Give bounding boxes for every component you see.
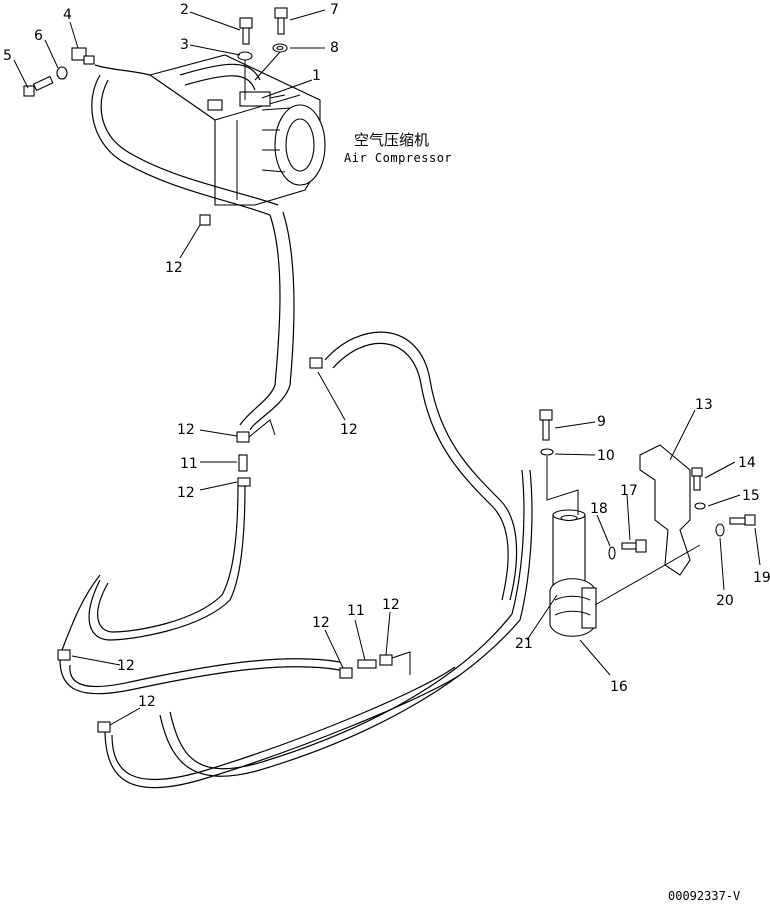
fittings — [23, 7, 756, 733]
callout-7: 7 — [330, 2, 339, 18]
title-cn: 空气压缩机 — [354, 131, 429, 149]
bolt-19-icon — [729, 514, 756, 526]
callout-12-a: 12 — [165, 260, 183, 276]
air-compressor — [148, 54, 326, 206]
callout-5: 5 — [3, 48, 12, 64]
callout-21: 21 — [515, 636, 533, 652]
callout-13: 13 — [695, 397, 713, 413]
bolt-9-icon — [539, 409, 553, 441]
fitting-4-icon — [71, 47, 95, 65]
leader-lines — [13, 9, 761, 726]
bolt-2-icon — [239, 17, 253, 45]
filter-21-icon — [552, 509, 586, 591]
callout-12-c: 12 — [177, 485, 195, 501]
callout-12-e: 12 — [117, 658, 135, 674]
drawing-code: 00092337-V — [668, 889, 740, 903]
clamp-12-f-icon — [97, 721, 111, 733]
tube-11-a-icon — [238, 454, 248, 472]
callout-labels: 1 2 3 4 5 6 7 8 9 10 11 11 12 12 12 12 1… — [3, 2, 770, 710]
callout-14: 14 — [738, 455, 756, 471]
callout-4: 4 — [63, 7, 72, 23]
callout-9: 9 — [597, 414, 606, 430]
clamp-12-h-icon — [379, 654, 393, 666]
callout-15: 15 — [742, 488, 760, 504]
tube-11-b-icon — [357, 659, 377, 669]
callout-1: 1 — [312, 68, 321, 84]
title-en: Air Compressor — [344, 151, 452, 165]
bracket-13-icon — [639, 444, 691, 576]
washer-18-icon — [608, 546, 616, 560]
callout-8: 8 — [330, 40, 339, 56]
washer-20-icon — [715, 523, 725, 537]
washer-6-icon — [56, 66, 68, 80]
callout-2: 2 — [180, 2, 189, 18]
callout-19: 19 — [753, 570, 770, 586]
callout-17: 17 — [620, 483, 638, 499]
callout-11-b: 11 — [347, 603, 365, 619]
clamp-12-a-icon — [199, 214, 211, 226]
washer-15-icon — [694, 502, 706, 510]
washer-10-icon — [540, 448, 554, 456]
callout-12-h: 12 — [382, 597, 400, 613]
callout-10: 10 — [597, 448, 615, 464]
bracket-16-icon — [549, 578, 597, 637]
clamp-12-b-icon — [236, 431, 250, 443]
clamp-12-c-icon — [237, 477, 251, 487]
callout-20: 20 — [716, 593, 734, 609]
clamp-12-g-icon — [339, 667, 353, 679]
callout-12-b: 12 — [177, 422, 195, 438]
clamp-12-e-icon — [57, 649, 71, 661]
callout-16: 16 — [610, 679, 628, 695]
bolt-14-icon — [691, 467, 703, 491]
callout-11-a: 11 — [180, 456, 198, 472]
callout-6: 6 — [34, 28, 43, 44]
bolt-17-icon — [621, 539, 647, 553]
clamp-12-d-icon — [309, 357, 323, 369]
callout-12-g: 12 — [312, 615, 330, 631]
hose-routing — [59, 63, 533, 789]
callout-12-d: 12 — [340, 422, 358, 438]
callout-18: 18 — [590, 501, 608, 517]
callout-3: 3 — [180, 37, 189, 53]
bolt-5-icon — [23, 75, 54, 97]
bolt-7-icon — [274, 7, 288, 35]
callout-12-f: 12 — [138, 694, 156, 710]
washer-3-icon — [237, 51, 253, 61]
